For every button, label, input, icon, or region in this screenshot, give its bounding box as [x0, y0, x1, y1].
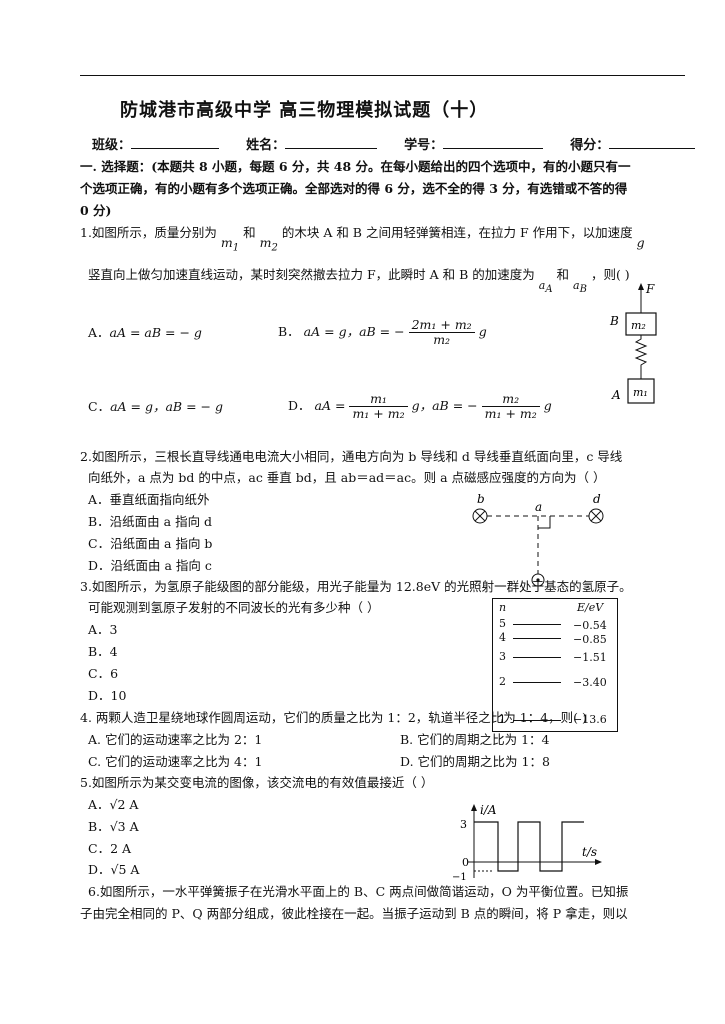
q3-option-a[interactable]: A．3 [88, 622, 118, 637]
section-heading-3: 0 分) [80, 203, 112, 218]
class-field[interactable] [131, 136, 220, 149]
q5-line1: 5.如图所示为某交变电流的图像，该交流电的有效值最接近（ ） [80, 775, 434, 790]
score-label: 得分： [570, 138, 610, 153]
svg-text:b: b [477, 492, 485, 506]
q3-option-d[interactable]: D．10 [88, 688, 127, 703]
q4-option-c[interactable]: C. 它们的运动速率之比为 4：1 [88, 754, 263, 769]
q5-option-c[interactable]: C．2 A [88, 841, 132, 856]
q1-option-c[interactable]: C．aA = g，aB = − g [88, 399, 223, 414]
q3-option-c[interactable]: C．6 [88, 666, 119, 681]
id-field[interactable] [443, 136, 544, 149]
q4-option-a[interactable]: A. 它们的运动速率之比为 2：1 [88, 732, 263, 747]
class-label: 班级： [92, 138, 132, 153]
square-wave [474, 821, 584, 872]
level-n-1: 1 [499, 713, 506, 726]
level-n-5: 5 [499, 617, 506, 630]
svg-text:3: 3 [460, 818, 467, 831]
wire-d-icon [588, 508, 604, 524]
q4-line1: 4. 两颗人造卫星绕地球作圆周运动，它们的质量之比为 1：2，轨道半径之比为 1… [80, 710, 587, 725]
q6-line2: 子由完全相同的 P、Q 两部分组成，彼此栓接在一起。当振子运动到 B 点的瞬间，… [80, 906, 628, 921]
q2-option-b[interactable]: B．沿纸面由 a 指向 d [88, 514, 213, 529]
section-heading-2: 个选项正确，有的小题有多个选项正确。全部选对的得 6 分，选不全的得 3 分，有… [80, 181, 628, 196]
wire-c-icon [531, 573, 545, 587]
level-n-4: 4 [499, 631, 506, 644]
ac-current-graph: i/A t/s 3 0 −1 [452, 803, 602, 880]
svg-text:m₂: m₂ [631, 319, 646, 332]
name-field[interactable] [285, 136, 378, 149]
q2-line2: 向纸外，a 点为 bd 的中点，ac 垂直 bd，且 ab＝ad＝ac。则 a … [88, 470, 606, 485]
q1-option-a[interactable]: A．aA = aB = − g [88, 325, 202, 340]
name-label: 姓名： [246, 138, 286, 153]
spring-block-figure: F m₂ B m₁ A [609, 282, 657, 404]
q4-option-b[interactable]: B. 它们的周期之比为 1：4 [400, 732, 550, 747]
svg-text:d: d [593, 492, 601, 506]
energy-level-diagram: n E/eV 5 −0.54 4 −0.85 3 −1.51 2 −3.40 1… [492, 598, 618, 732]
q2-option-c[interactable]: C．沿纸面由 a 指向 b [88, 536, 213, 551]
level-n-2: 2 [499, 675, 506, 688]
header-fields: 班级： 姓名： 学号： 得分： [92, 134, 696, 153]
top-rule [80, 75, 685, 76]
block-a [627, 378, 655, 404]
q2-option-d[interactable]: D．沿纸面由 a 指向 c [88, 558, 212, 573]
q5-option-a[interactable]: A．√2 A [88, 797, 139, 812]
svg-text:m₁: m₁ [633, 386, 648, 399]
section-heading-1: 一. 选择题：(本题共 8 小题，每题 6 分，共 48 分。在每小题给出的四个… [80, 159, 631, 174]
q3-line2: 可能观测到氢原子发射的不同波长的光有多少种（ ） [88, 600, 380, 615]
q5-option-b[interactable]: B．√3 A [88, 819, 139, 834]
wire-field-figure: b a d [472, 492, 604, 587]
q1-line2: 竖直向上做匀加速直线运动，某时刻突然撤去拉力 F，此瞬时 A 和 B 的加速度为… [88, 267, 630, 296]
svg-text:i/A: i/A [480, 803, 497, 817]
id-label: 学号： [404, 138, 444, 153]
svg-text:t/s: t/s [582, 845, 597, 859]
q6-line1: 6.如图所示，一水平弹簧振子在光滑水平面上的 B、C 两点间做简谐运动，O 为平… [88, 884, 629, 899]
block-b-label: B [609, 314, 619, 328]
score-field[interactable] [609, 136, 696, 149]
level-n-3: 3 [499, 650, 506, 663]
block-a-label: A [611, 388, 621, 402]
wire-b-icon [472, 508, 488, 524]
q3-option-b[interactable]: B．4 [88, 644, 118, 659]
q4-option-d[interactable]: D. 它们的周期之比为 1：8 [400, 754, 550, 769]
page-title: 防城港市高级中学 高三物理模拟试题（十） [120, 100, 489, 121]
q1-line1: 1.如图所示，质量分别为 m1 和 m2 的木块 A 和 B 之间用轻弹簧相连，… [80, 225, 645, 254]
svg-text:0: 0 [462, 856, 469, 869]
spring [634, 335, 648, 379]
q3-line1: 3.如图所示，为氢原子能级图的部分能级，用光子能量为 12.8eV 的光照射一群… [80, 579, 632, 594]
q2-line1: 2.如图所示，三根长直导线通电电流大小相同，通电方向为 b 导线和 d 导线垂直… [80, 449, 623, 464]
q5-option-d[interactable]: D．√5 A [88, 862, 140, 877]
svg-text:a: a [535, 500, 542, 514]
q2-option-a[interactable]: A．垂直纸面指向纸外 [88, 492, 210, 507]
svg-text:−1: −1 [452, 872, 467, 880]
force-label: F [645, 282, 655, 296]
